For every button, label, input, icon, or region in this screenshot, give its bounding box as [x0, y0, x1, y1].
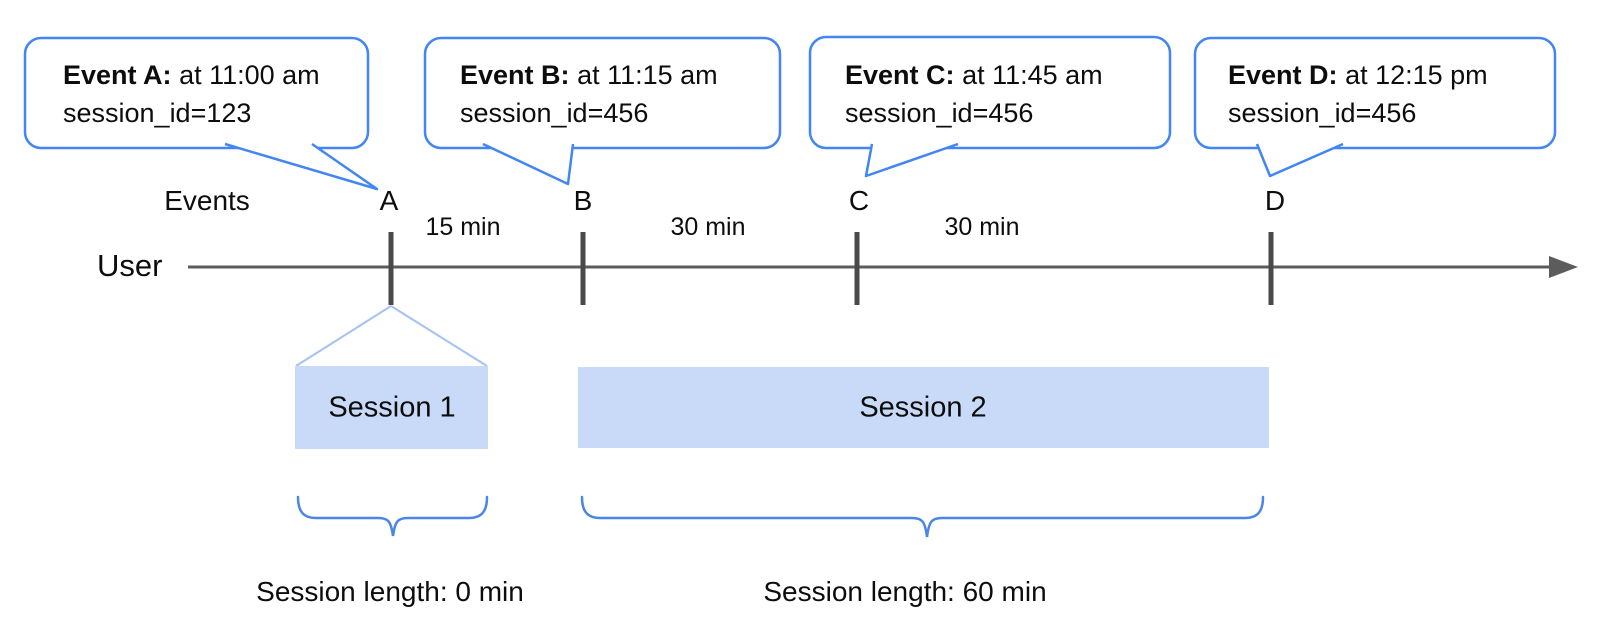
- user-row-label: User: [97, 248, 163, 283]
- event-a-session-id: session_id=123: [63, 98, 252, 128]
- callout-b-tail: [482, 142, 575, 186]
- session-2-brace: [580, 495, 1265, 538]
- event-d-session-id: session_id=456: [1228, 98, 1417, 128]
- interval-c-d: 30 min: [944, 213, 1020, 241]
- event-c-callout-text: Event C:at 11:45 am session_id=456: [845, 56, 1103, 132]
- callout-event-a: [23, 36, 379, 191]
- session-2-label: Session 2: [859, 391, 987, 424]
- event-d-line1: Event D:at 12:15 pm: [1228, 56, 1488, 94]
- callout-d-tail: [1255, 142, 1344, 178]
- callout-c-body: [808, 35, 1172, 150]
- session-2-box: [578, 367, 1269, 448]
- event-b-line1: Event B:at 11:15 am: [460, 56, 718, 94]
- interval-a-b: 15 min: [425, 213, 501, 241]
- session-1-box: [295, 366, 488, 449]
- event-b-title: Event B:: [460, 60, 570, 90]
- event-b-callout-text: Event B:at 11:15 am session_id=456: [460, 56, 718, 132]
- callout-a-body: [23, 36, 370, 150]
- timeline-arrowhead-icon: [1549, 256, 1578, 278]
- session-1-brace: [296, 495, 489, 537]
- event-a-callout-text: Event A:at 11:00 am session_id=123: [63, 56, 320, 132]
- event-d-title: Event D:: [1228, 60, 1338, 90]
- callout-event-d: [1193, 36, 1557, 178]
- event-d-time: at 12:15 pm: [1345, 60, 1488, 90]
- session-1-length-label: Session length: 0 min: [256, 576, 524, 607]
- events-row-label: Events: [164, 185, 250, 216]
- event-marker-c: C: [848, 185, 870, 216]
- callout-event-b: [423, 36, 782, 186]
- event-b-time: at 11:15 am: [577, 60, 718, 90]
- session-2-length-label: Session length: 60 min: [763, 576, 1047, 607]
- event-a-time: at 11:00 am: [179, 60, 320, 90]
- event-d-callout-text: Event D:at 12:15 pm session_id=456: [1228, 56, 1488, 132]
- event-b-session-id: session_id=456: [460, 98, 649, 128]
- callout-b-body: [423, 36, 782, 150]
- callout-event-c: [808, 35, 1172, 178]
- event-c-title: Event C:: [845, 60, 955, 90]
- event-c-line1: Event C:at 11:45 am: [845, 56, 1103, 94]
- callout-d-body: [1193, 36, 1557, 150]
- event-marker-b: B: [573, 185, 593, 216]
- funnel-line-left: [295, 305, 392, 367]
- event-c-session-id: session_id=456: [845, 98, 1034, 128]
- session-1-label: Session 1: [328, 391, 456, 424]
- event-c-time: at 11:45 am: [962, 60, 1103, 90]
- event-marker-d: D: [1264, 185, 1286, 216]
- funnel-line-right: [390, 305, 488, 367]
- event-a-line1: Event A:at 11:00 am: [63, 56, 320, 94]
- callout-a-tail: [224, 142, 379, 191]
- event-marker-a: A: [379, 185, 399, 216]
- callout-c-tail: [864, 142, 959, 178]
- event-a-title: Event A:: [63, 60, 172, 90]
- interval-b-c: 30 min: [670, 213, 746, 241]
